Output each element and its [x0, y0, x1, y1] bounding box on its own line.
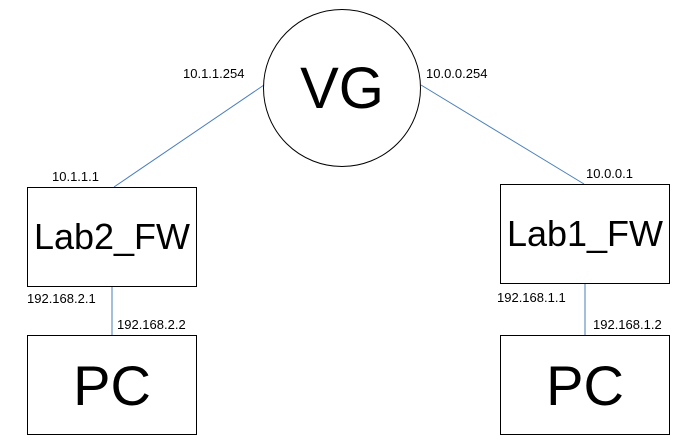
lab2-fw-outside-ip: 10.1.1.1 — [52, 169, 99, 184]
pc-right-ip: 192.168.1.2 — [593, 317, 662, 332]
lab1-fw-node: Lab1_FW — [500, 184, 670, 284]
lab1-fw-inside-ip: 192.168.1.1 — [497, 290, 566, 305]
lab2-fw-label: Lab2_FW — [33, 216, 191, 257]
pc-right-label: PC — [546, 353, 624, 417]
link-vg-lab2-fw — [113, 84, 265, 188]
vg-node: VG — [263, 9, 421, 167]
lab2-fw-node: Lab2_FW — [27, 187, 197, 287]
lab2-fw-inside-ip: 192.168.2.1 — [27, 291, 96, 306]
pc-left-label: PC — [73, 353, 151, 417]
pc-left-node: PC — [27, 335, 197, 435]
pc-right-node: PC — [500, 335, 670, 435]
lab1-fw-outside-ip: 10.0.0.1 — [586, 166, 633, 181]
lab1-fw-label: Lab1_FW — [506, 213, 664, 254]
link-vg-lab1-fw — [420, 84, 585, 185]
pc-left-ip: 192.168.2.2 — [117, 317, 186, 332]
vg-left-ip: 10.1.1.254 — [183, 66, 245, 81]
vg-label: VG — [300, 55, 384, 121]
vg-right-ip: 10.0.0.254 — [426, 66, 488, 81]
